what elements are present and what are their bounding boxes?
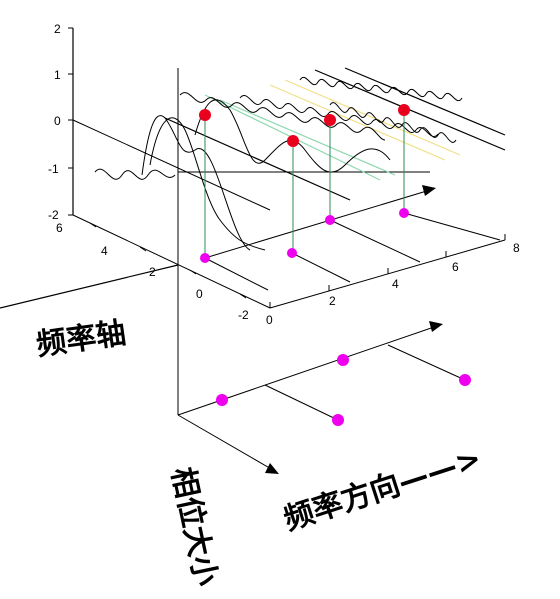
phase-magnitude-label: 相位大小 — [164, 464, 223, 589]
amplitude-point — [398, 104, 410, 116]
left-tick-label: 2 — [149, 265, 156, 279]
frequency-tick-label: 0 — [266, 313, 273, 327]
wave-tracks — [164, 67, 506, 201]
vertical-tick-label: -2 — [48, 208, 59, 222]
frequency-axis-ticks: 0 2 4 6 8 — [266, 241, 520, 327]
amplitude-point — [287, 135, 299, 147]
phase-axis-arrow-icon — [265, 463, 279, 474]
frequency-tracks — [204, 189, 501, 291]
frequency-tick-label: 6 — [452, 260, 459, 274]
left-tick-label: 6 — [56, 221, 63, 235]
left-axis-ticks: 6 4 2 0 -2 — [56, 221, 249, 322]
amplitude-stems — [204, 110, 405, 258]
frequency-tick-label: 4 — [392, 277, 399, 291]
amplitude-point — [324, 114, 336, 126]
phase-point — [337, 354, 349, 366]
sine-waves — [94, 77, 463, 251]
base-point — [399, 208, 409, 218]
phase-frequency-arrow-icon — [429, 321, 443, 332]
base-points — [200, 208, 409, 263]
base-point — [200, 253, 210, 263]
vertical-tick-label: 2 — [54, 22, 61, 36]
left-tick-label: -2 — [238, 308, 249, 322]
phase-point — [216, 394, 228, 406]
phase-point — [332, 414, 344, 426]
left-tick-label: 0 — [196, 287, 203, 301]
phase-plane — [177, 265, 466, 471]
frequency-axis-label: 频率轴 — [34, 316, 128, 363]
base-point — [287, 248, 297, 258]
vertical-tick-label: 0 — [54, 114, 61, 128]
phase-points — [216, 354, 471, 426]
left-tick-label: 4 — [101, 244, 108, 258]
vertical-axis: 2 1 0 -1 -2 — [48, 22, 74, 222]
frequency-tick-label: 8 — [513, 241, 520, 255]
base-point — [325, 215, 335, 225]
base-axis-arrow-icon — [422, 185, 436, 196]
frequency-axis-line — [0, 264, 179, 309]
vertical-tick-label: 1 — [54, 68, 61, 82]
phase-point — [459, 374, 471, 386]
vertical-tick-label: -1 — [48, 162, 59, 176]
frequency-direction-label: 频率方向——> — [280, 441, 486, 538]
amplitude-points — [199, 104, 410, 147]
amplitude-point — [199, 109, 211, 121]
frequency-tick-label: 2 — [329, 294, 336, 308]
